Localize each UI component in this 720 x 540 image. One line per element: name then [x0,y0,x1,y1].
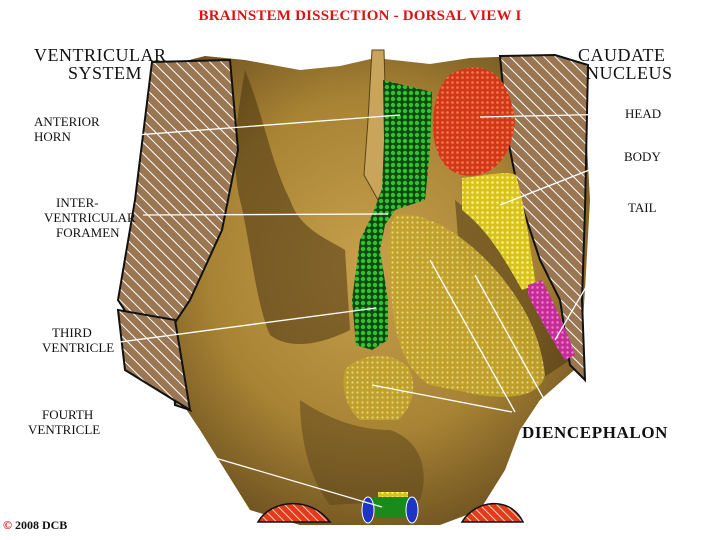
label-foramen-line1: INTER- [56,195,99,210]
tissue-shadow [235,70,350,345]
leader-dien-2 [429,259,516,413]
leader-dien-1 [371,384,513,413]
leader-fourth-ventricle [119,429,383,508]
left-red-dome [256,502,332,523]
label-head: HEAD [625,106,662,121]
leader-head [479,113,623,118]
leader-foramen [142,213,389,216]
leader-body [499,157,621,206]
leader-third-ventricle [119,307,377,343]
label-tail: TAIL [628,200,657,215]
label-ventricular-system-line1: VENTRICULAR [34,45,167,65]
copyright-symbol: © [3,518,12,532]
label-ventricular-system: VENTRICULAR SYSTEM [34,46,167,82]
label-fourth-ventricle: FOURTH VENTRICLE [28,407,100,437]
label-diencephalon: DIENCEPHALON [522,423,669,442]
label-ventricular-system-line2: SYSTEM [68,63,143,83]
label-third-ventricle-line1: THIRD [52,325,92,340]
label-fourth-ventricle-line1: FOURTH [42,407,94,422]
diagram-title: BRAINSTEM DISSECTION - DORSAL VIEW I [198,8,522,24]
leader-anterior-horn [109,114,401,138]
fourth-ventricle-top [378,492,408,497]
label-body: BODY [624,149,661,164]
leader-tail [554,211,631,341]
label-foramen-line2: VENTRICULAR [44,210,136,225]
copyright-text: 2008 DCB [14,518,68,532]
copyright-notice: © 2008 DCB [3,518,67,533]
leader-dien-3 [474,274,551,411]
label-anterior-horn-line2: HORN [34,129,71,144]
leader-lines [109,113,631,508]
label-foramen-line3: FORAMEN [56,225,120,240]
tissue-shadow [300,400,424,505]
label-third-ventricle: THIRD VENTRICLE [42,325,114,355]
label-interventricular-foramen: INTER- VENTRICULAR FORAMEN [44,195,136,240]
diencephalon-region [388,214,545,397]
tissue-shadow [455,200,570,380]
right-blue-marker [405,496,419,524]
left-blue-marker [361,496,375,524]
label-third-ventricle-line2: VENTRICLE [42,340,115,355]
label-fourth-ventricle-line2: VENTRICLE [28,422,101,437]
label-caudate-line2: NUCLEUS [586,63,673,83]
fourth-ventricle-region [372,497,415,518]
right-red-dome [460,502,525,523]
caudate-body-region [462,173,536,290]
caudate-head-region [433,67,515,176]
label-caudate-line1: CAUDATE [578,45,666,65]
label-anterior-horn: ANTERIOR HORN [34,114,100,144]
caudate-tail-region [528,280,575,360]
label-anterior-horn-line1: ANTERIOR [34,114,100,129]
label-caudate-nucleus: CAUDATE NUCLEUS [578,46,673,82]
midbrain-region [343,355,414,420]
third-ventricle-region [352,80,432,350]
